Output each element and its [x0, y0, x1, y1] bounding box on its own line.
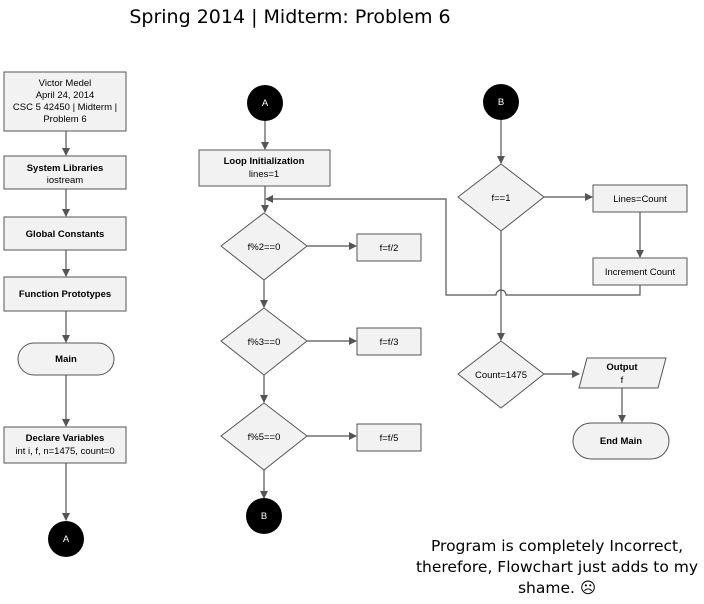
output-title: Output — [606, 362, 638, 373]
connector-a-top: A — [247, 85, 283, 121]
page-title: Spring 2014 | Midterm: Problem 6 — [129, 6, 451, 28]
connector-a-bottom: A — [48, 521, 84, 557]
header-line-1: Victor Medel — [39, 78, 92, 89]
decision-mod2-label: f%2==0 — [248, 242, 281, 253]
connector-b-bottom: B — [246, 498, 282, 534]
decision-count: Count=1475 — [457, 340, 545, 409]
function-prototypes-box: Function Prototypes — [3, 276, 127, 312]
system-libraries-detail: iostream — [47, 175, 84, 186]
decision-mod5: f%5==0 — [220, 402, 308, 471]
function-prototypes-title: Function Prototypes — [19, 289, 111, 300]
end-main-terminator: End Main — [572, 422, 670, 460]
action-div3-label: f=f/3 — [380, 337, 399, 348]
output-detail: f — [621, 375, 624, 386]
decision-mod5-label: f%5==0 — [248, 432, 281, 443]
action-div2-box: f=f/2 — [356, 233, 422, 262]
header-line-2: April 24, 2014 — [36, 90, 95, 101]
increment-count-box: Increment Count — [592, 257, 688, 286]
decision-count-label: Count=1475 — [475, 370, 527, 381]
connector-b-top: B — [483, 84, 519, 120]
global-constants-title: Global Constants — [26, 229, 105, 240]
footer-note: Program is completely Incorrect, therefo… — [410, 536, 704, 599]
loop-initialization-box: Loop Initialization lines=1 — [198, 149, 331, 187]
end-main-label: End Main — [600, 436, 642, 447]
main-label: Main — [55, 354, 77, 365]
decision-mod2: f%2==0 — [220, 212, 308, 281]
declare-variables-title: Declare Variables — [26, 433, 105, 444]
decision-f1-label: f==1 — [491, 193, 510, 204]
system-libraries-box: System Libraries iostream — [3, 155, 127, 190]
footer-note-line-1: Program is completely Incorrect, — [430, 537, 684, 555]
connector-b-top-label: B — [498, 97, 504, 108]
connector-a-top-label: A — [262, 98, 269, 109]
declare-variables-detail: int i, f, n=1475, count=0 — [15, 446, 114, 457]
header-box: Victor Medel April 24, 2014 CSC 5 42450 … — [3, 71, 127, 132]
action-div5-label: f=f/5 — [380, 433, 399, 444]
loop-initialization-title: Loop Initialization — [224, 156, 305, 167]
action-div2-label: f=f/2 — [380, 243, 399, 254]
main-terminator: Main — [17, 342, 115, 376]
connector-b-bottom-label: B — [261, 511, 267, 522]
action-div5-box: f=f/5 — [356, 423, 422, 452]
decision-mod3: f%3==0 — [220, 307, 308, 376]
system-libraries-title: System Libraries — [27, 163, 104, 174]
output-box: Output f — [578, 357, 667, 389]
loop-initialization-detail: lines=1 — [249, 169, 279, 180]
connector-a-bottom-label: A — [63, 534, 70, 545]
decision-f1: f==1 — [457, 163, 545, 232]
lines-count-label: Lines=Count — [613, 194, 667, 205]
action-div3-box: f=f/3 — [356, 327, 422, 356]
footer-note-line-3: shame. ☹ — [517, 579, 597, 597]
footer-note-line-2: therefore, Flowchart just adds to my — [415, 558, 699, 576]
decision-mod3-label: f%3==0 — [248, 337, 281, 348]
loop-back-line — [265, 195, 641, 296]
increment-count-label: Increment Count — [605, 267, 676, 278]
header-line-4: Problem 6 — [43, 114, 86, 125]
header-line-3: CSC 5 42450 | Midterm | — [13, 102, 117, 113]
global-constants-box: Global Constants — [3, 216, 127, 251]
lines-count-box: Lines=Count — [592, 184, 688, 213]
declare-variables-box: Declare Variables int i, f, n=1475, coun… — [3, 426, 127, 464]
